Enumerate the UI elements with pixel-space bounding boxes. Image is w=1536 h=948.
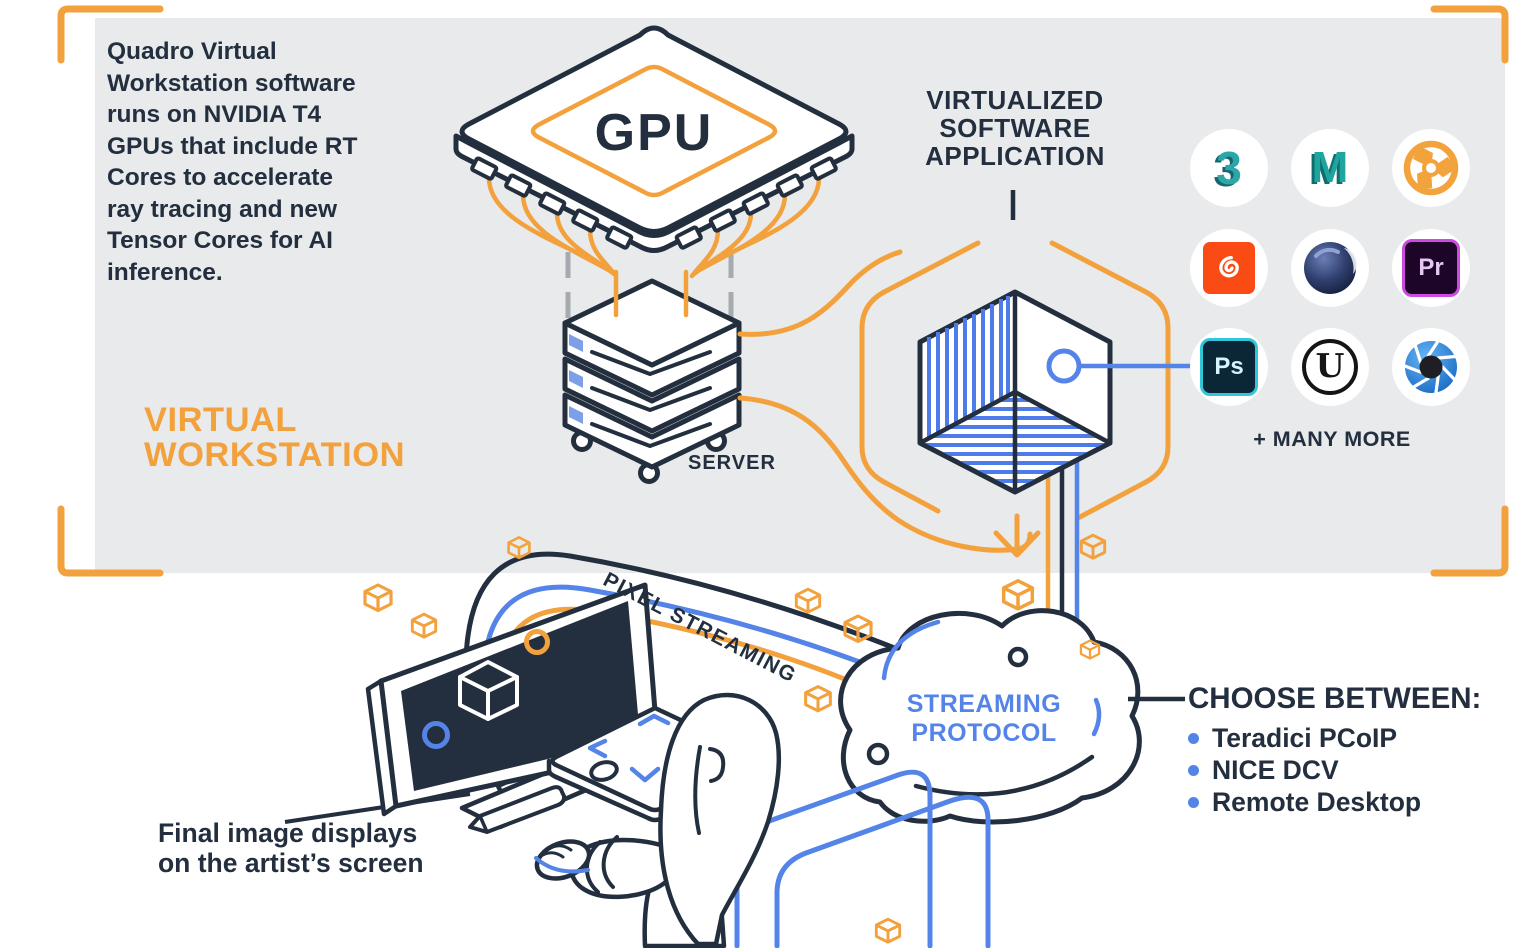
virtualized-app-label: VIRTUALIZED SOFTWARE APPLICATION: [925, 85, 1105, 171]
houdini-tile: [1203, 242, 1255, 294]
maya-glyph: M: [1311, 143, 1349, 192]
server-label: SERVER: [688, 452, 776, 474]
dashed-guides: [565, 252, 734, 320]
gpu-label: GPU: [595, 104, 714, 162]
intro-paragraph: Quadro Virtual Workstation software runs…: [107, 38, 358, 286]
unreal-engine-icon: U: [1291, 328, 1369, 406]
keyshot-icon: [1392, 328, 1470, 406]
cube-port-circle: [1046, 348, 1082, 384]
protocol-option: Remote Desktop: [1186, 786, 1421, 818]
nuke-icon: [1392, 129, 1470, 207]
premiere-pro-icon: Pr: [1392, 229, 1470, 307]
many-more-label: + MANY MORE: [1253, 427, 1411, 451]
screen-orange-ring: [524, 629, 550, 655]
protocol-options-list: Teradici PCoIP NICE DCV Remote Desktop: [1186, 722, 1421, 818]
maya-icon: M: [1291, 129, 1369, 207]
gpu-chip-illustration: GPU: [453, 25, 855, 279]
streaming-cloud: [838, 608, 1142, 825]
artist-screen-caption: Final image displays on the artist’s scr…: [158, 818, 424, 878]
virtual-workstation-title: VIRTUAL WORKSTATION: [144, 401, 406, 474]
cinema-4d-icon: [1291, 229, 1369, 307]
streaming-protocol-label: STREAMING PROTOCOL: [906, 690, 1062, 747]
artist-illustration: [534, 692, 782, 948]
hexagon-frame: [859, 240, 1171, 558]
3ds-max-icon: 3: [1190, 129, 1268, 207]
photoshop-icon: Ps: [1190, 328, 1268, 406]
pen-illustration: [468, 785, 567, 834]
photoshop-tile: Ps: [1200, 338, 1258, 396]
screen-cube-wireframe: [458, 660, 519, 721]
3ds-max-glyph: 3: [1216, 142, 1242, 194]
corner-brackets: [57, 5, 1509, 577]
screen-blue-ring: [422, 721, 450, 749]
protocol-option: Teradici PCoIP: [1186, 722, 1421, 754]
unreal-circle: U: [1302, 339, 1358, 395]
artist-hair: [658, 692, 782, 947]
premiere-pro-tile: Pr: [1402, 239, 1460, 297]
server-illustration: [562, 269, 742, 484]
houdini-icon: [1190, 229, 1268, 307]
protocol-option: NICE DCV: [1186, 754, 1421, 786]
app-cube: [917, 289, 1192, 495]
choose-between-heading: CHOOSE BETWEEN:: [1188, 682, 1482, 715]
